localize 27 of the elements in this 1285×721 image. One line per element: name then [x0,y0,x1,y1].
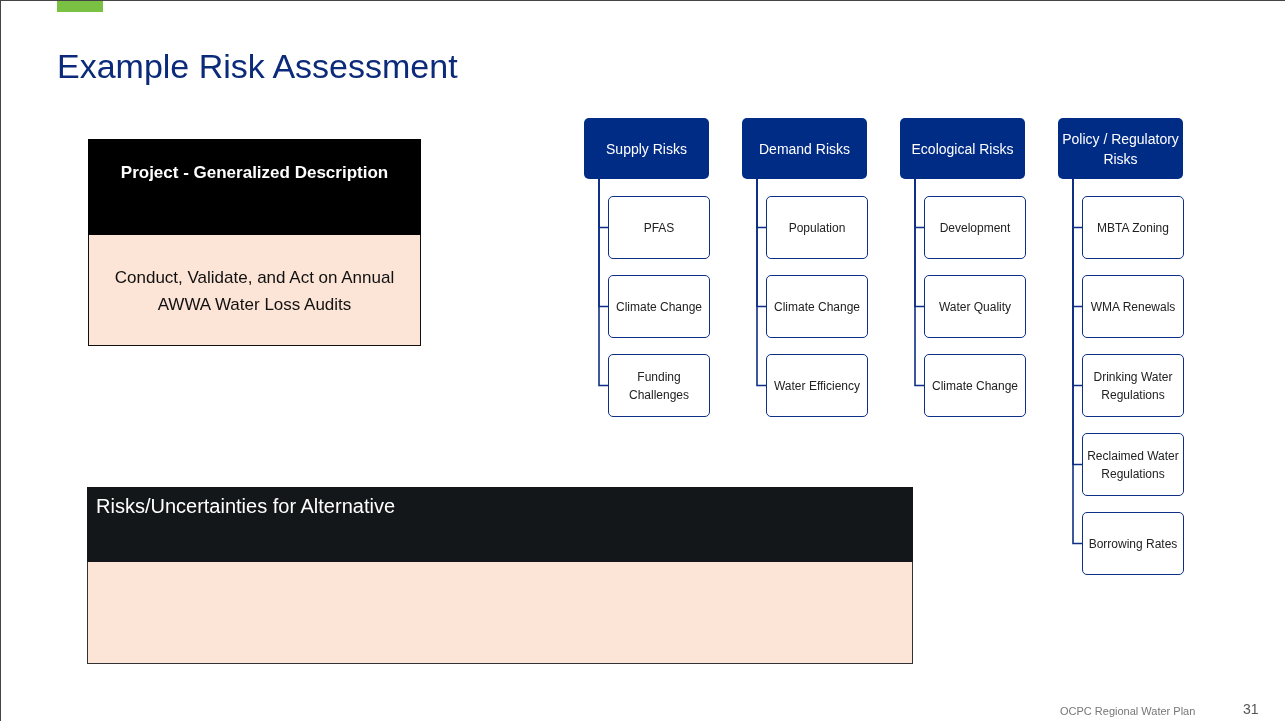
slide-title: Example Risk Assessment [57,47,458,86]
risk-box: Funding Challenges [608,354,710,417]
risk-box: Drinking Water Regulations [1082,354,1184,417]
connector-line [914,178,925,387]
risk-box: WMA Renewals [1082,275,1184,338]
risk-box: Development [924,196,1026,259]
risk-box: Climate Change [766,275,868,338]
table-header: Risks/Uncertainties for Alternative [87,487,913,562]
risk-box: Climate Change [608,275,710,338]
connector-line [598,178,609,387]
category-box: Supply Risks [584,118,709,179]
risk-box: Borrowing Rates [1082,512,1184,575]
connector-line [756,178,767,387]
table-cell-text: Conduct, Validate, and Act on Annual AWWA Water Loss Audits [113,266,396,316]
category-box: Policy / Regulatory Risks [1058,118,1183,179]
table-header: Project - Generalized Description [88,139,421,235]
risk-box: MBTA Zoning [1082,196,1184,259]
risk-box: Water Quality [924,275,1026,338]
category-box: Demand Risks [742,118,867,179]
category-box: Ecological Risks [900,118,1025,179]
footer-text: OCPC Regional Water Plan [1060,705,1196,717]
page-number: 31 [1243,701,1259,717]
risk-box: PFAS [608,196,710,259]
risk-box: Population [766,196,868,259]
risk-box: Water Efficiency [766,354,868,417]
risk-box: Reclaimed Water Regulations [1082,433,1184,496]
risk-box: Climate Change [924,354,1026,417]
